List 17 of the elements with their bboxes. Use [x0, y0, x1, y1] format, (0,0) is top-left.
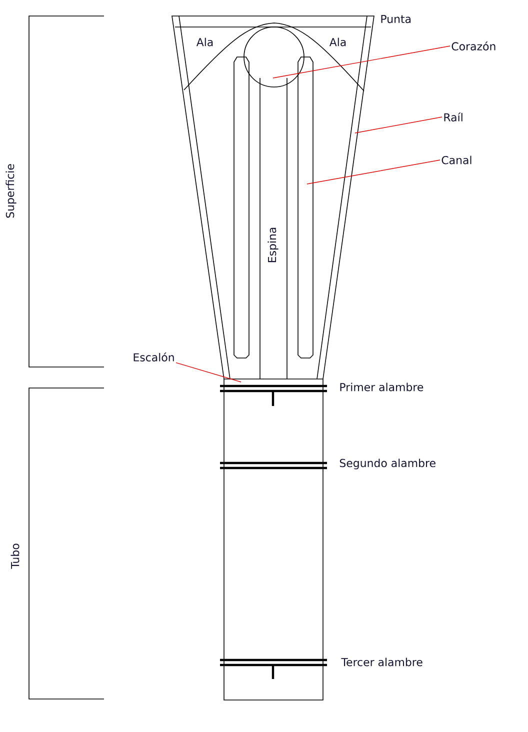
section-label: Tubo	[10, 544, 20, 569]
part-label: Tercer alambre	[341, 658, 422, 666]
section-label: Superficie	[6, 164, 16, 218]
part-label: Raíl	[444, 112, 462, 122]
part-label: Segundo alambre	[340, 458, 436, 470]
part-label: Ala	[329, 38, 346, 46]
leader-line	[354, 116, 442, 134]
leader-line	[176, 362, 242, 382]
part-label: Primer alambre	[340, 382, 424, 392]
part-label: Escalón	[134, 352, 174, 362]
part-label: Ala	[196, 38, 213, 46]
part-label: Espina	[268, 228, 278, 262]
leader-line	[272, 46, 450, 78]
part-label: Corazón	[452, 42, 496, 50]
part-label: Canal	[442, 156, 472, 164]
leader-line	[306, 160, 440, 184]
part-label: Punta	[381, 14, 411, 24]
